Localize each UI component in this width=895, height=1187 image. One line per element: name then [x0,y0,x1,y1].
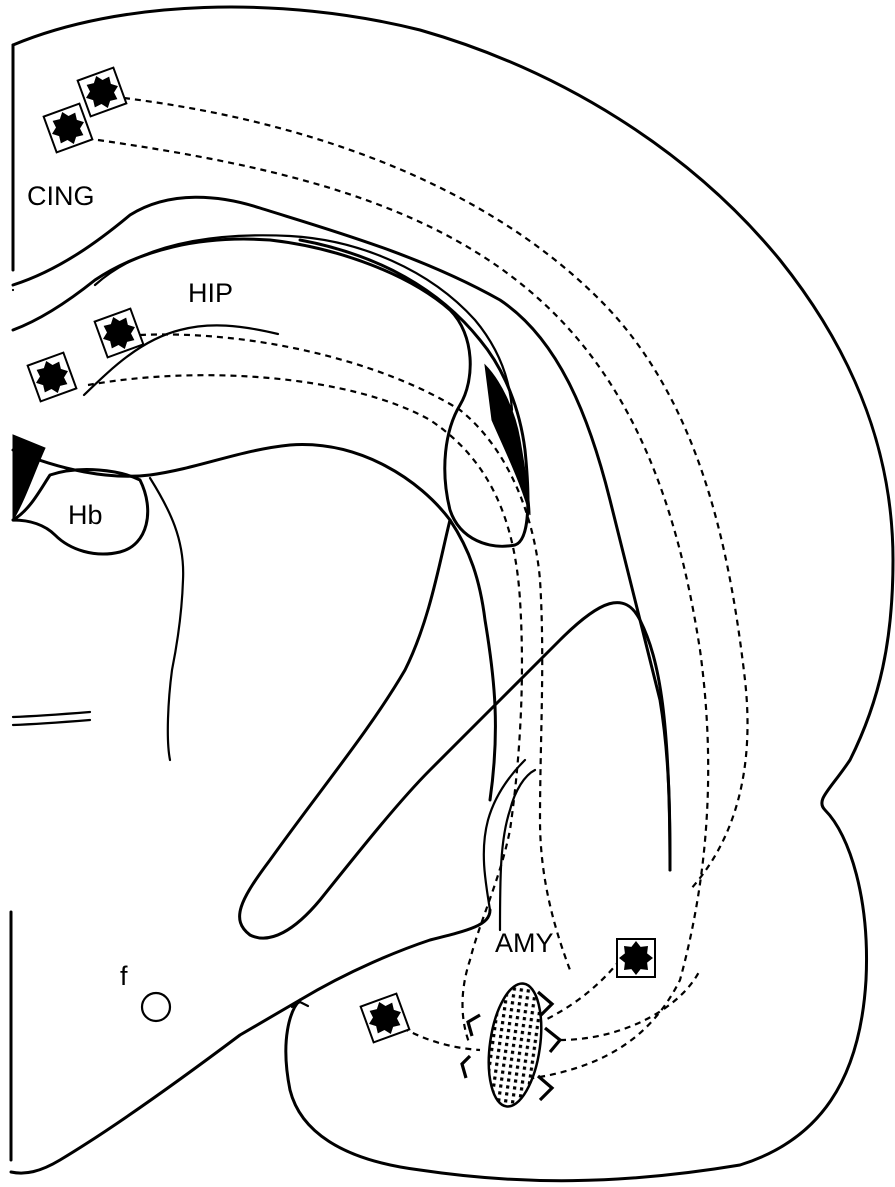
star-marker-amy-right [617,939,655,977]
label-amygdala: AMY [495,928,554,958]
callosum-boundary [13,197,670,870]
capsule-line-lower [13,720,90,725]
star-marker-amy-left [361,994,410,1043]
ventral-boundary [240,520,670,938]
star-marker-cing-1 [78,68,127,117]
bracket-5 [538,1076,552,1100]
thalamus-medial-line [150,478,183,760]
pathway-cing-1 [124,98,748,890]
star-marker-hip-2 [28,353,77,402]
label-habenula: Hb [68,500,103,530]
amygdala-injection-site [482,980,549,1110]
capsule-line-upper [13,712,90,717]
striatal-fold-right [500,770,535,930]
pathway-amy-right [545,960,620,1020]
amygdala-lateral-boundary [300,910,490,1000]
star-marker-cing-2 [44,104,93,153]
label-fornix: f [120,961,128,991]
label-cingulate: CING [27,181,95,211]
label-hippocampus: HIP [188,278,233,308]
hippocampus-inner-fold [95,235,512,410]
bracket-2 [462,1056,470,1078]
bracket-1 [468,1015,480,1036]
fornix-circle [142,993,170,1021]
bracket-4 [545,1028,560,1052]
